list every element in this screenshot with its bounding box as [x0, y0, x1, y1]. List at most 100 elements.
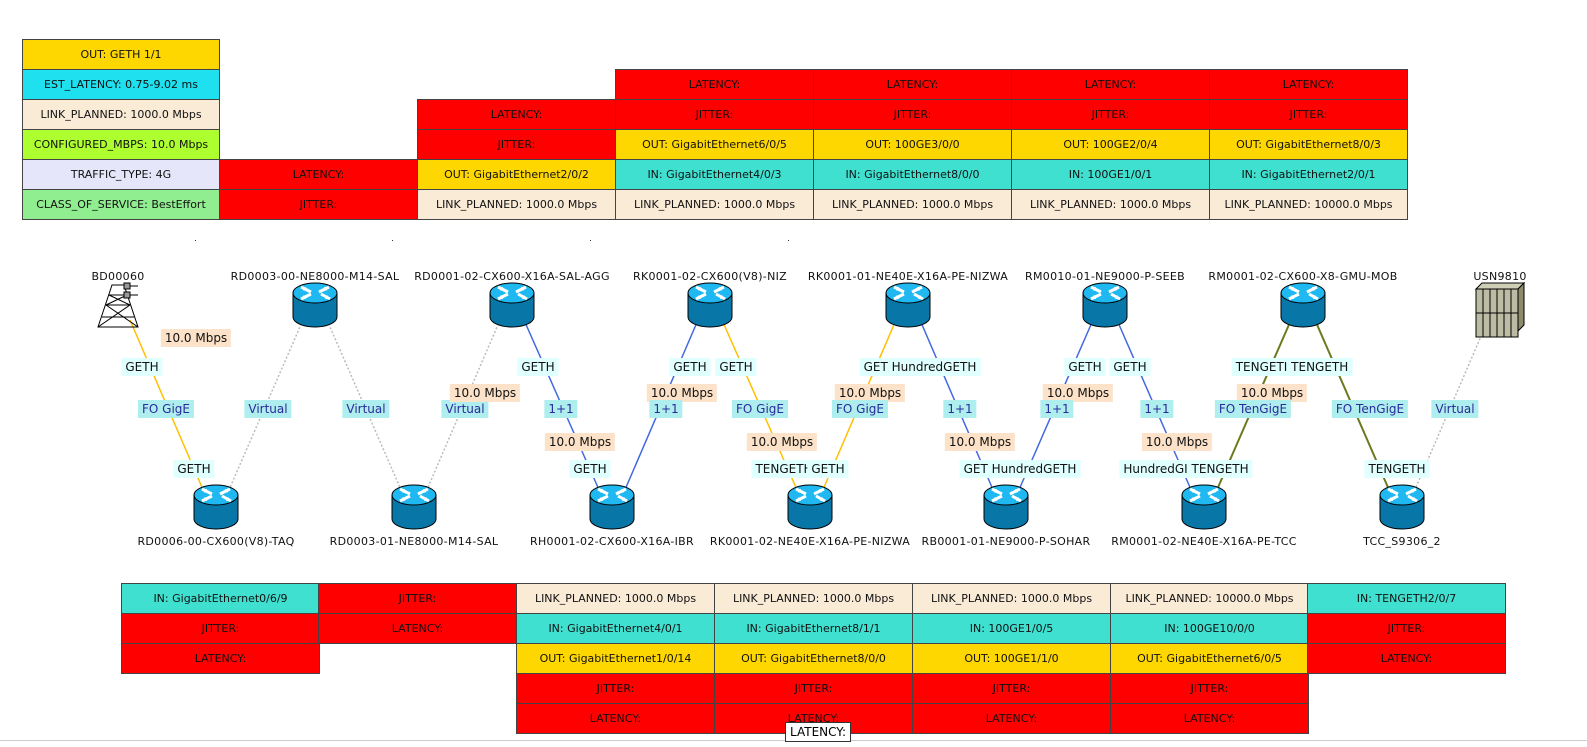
attribute-cell: IN: 100GE1/0/5 [912, 613, 1111, 644]
marker-dot [195, 240, 196, 241]
attribute-cell: LATENCY: [1110, 703, 1309, 734]
link-label-port: GETH [1064, 358, 1106, 376]
link-label-medium: FO TenGigE [1331, 400, 1409, 418]
link-label-medium: Virtual [1431, 400, 1479, 418]
attribute-cell: LINK_PLANNED: 1000.0 Mbps [417, 189, 616, 220]
attribute-cell: IN: 100GE1/0/1 [1011, 159, 1210, 190]
link-label-rate: 10.0 Mbps [646, 384, 718, 402]
router-icon[interactable] [1379, 483, 1425, 531]
link-label-rate: 10.0 Mbps [1236, 384, 1308, 402]
link-label-rate: 10.0 Mbps [544, 433, 616, 451]
attribute-cell: LATENCY: [219, 159, 418, 190]
attribute-cell: JITTER: [1307, 613, 1506, 644]
node-label[interactable]: RM0001-02-CX600-X8-GMU-MOB [1208, 270, 1398, 283]
link-label-port: GETH [669, 358, 711, 376]
link-label-port: GET HundredGETH [959, 460, 1081, 478]
link-label-medium: FO GigE [832, 400, 888, 418]
attribute-cell: LINK_PLANNED: 10000.0 Mbps [1110, 583, 1309, 614]
attribute-cell: LATENCY: [813, 69, 1012, 100]
link-label-port: GETH [715, 358, 757, 376]
node-label[interactable]: RD0003-01-NE8000-M14-SAL [329, 535, 499, 548]
attribute-cell: LATENCY: [417, 99, 616, 130]
cell-tower-icon[interactable] [97, 282, 139, 328]
attribute-cell: LINK_PLANNED: 1000.0 Mbps [813, 189, 1012, 220]
link-label-port: HundredGI TENGETH [1119, 460, 1253, 478]
attribute-cell: OUT: GigabitEthernet8/0/0 [714, 643, 913, 674]
node-label[interactable]: USN9810 [1473, 270, 1527, 283]
router-icon[interactable] [983, 483, 1029, 531]
node-label[interactable]: RD0006-00-CX600(V8)-TAQ [137, 535, 295, 548]
attribute-cell: OUT: 100GE3/0/0 [813, 129, 1012, 160]
attribute-cell: OUT: 100GE2/0/4 [1011, 129, 1210, 160]
node-label[interactable]: RH0001-02-CX600-X16A-IBR [530, 535, 694, 548]
link-label-rate: 10.0 Mbps [449, 384, 521, 402]
router-icon[interactable] [687, 281, 733, 329]
attribute-cell: JITTER: [1110, 673, 1309, 704]
marker-dot [590, 240, 591, 241]
router-icon[interactable] [391, 483, 437, 531]
attribute-cell: LINK_PLANNED: 1000.0 Mbps [1011, 189, 1210, 220]
node-label[interactable]: RK0001-01-NE40E-X16A-PE-NIZWA [807, 270, 1009, 283]
attribute-cell: OUT: GigabitEthernet8/0/3 [1209, 129, 1408, 160]
link-label-port: GETH [517, 358, 559, 376]
link-label-medium: 1+1 [544, 400, 578, 418]
attribute-cell: IN: GigabitEthernet8/0/0 [813, 159, 1012, 190]
attribute-cell: IN: TENGETH2/0/7 [1307, 583, 1506, 614]
link-label-rate: 10.0 Mbps [746, 433, 818, 451]
attribute-cell: JITTER: [417, 129, 616, 160]
node-label[interactable]: RD0001-02-CX600-X16A-SAL-AGG [414, 270, 610, 283]
link-label-medium: 1+1 [1140, 400, 1174, 418]
link-label-port: GETH [807, 460, 849, 478]
node-label[interactable]: RK0001-02-NE40E-X16A-PE-NIZWA [709, 535, 911, 548]
link-label-port: GETH [1109, 358, 1151, 376]
attribute-cell: JITTER: [318, 583, 517, 614]
router-icon[interactable] [292, 281, 338, 329]
attribute-cell: LATENCY: [121, 643, 320, 674]
attribute-cell: JITTER: [1011, 99, 1210, 130]
link-label-medium: FO TenGigE [1214, 400, 1292, 418]
router-icon[interactable] [1181, 483, 1227, 531]
attribute-cell: IN: GigabitEthernet4/0/1 [516, 613, 715, 644]
legend-row: CLASS_OF_SERVICE: BestEffort [22, 189, 220, 220]
attribute-cell: LATENCY: [318, 613, 517, 644]
node-label[interactable]: RK0001-02-CX600(V8)-NIZ [633, 270, 787, 283]
router-icon[interactable] [1280, 281, 1326, 329]
router-icon[interactable] [489, 281, 535, 329]
attribute-cell: JITTER: [516, 673, 715, 704]
link-label-port: GETH [121, 358, 163, 376]
node-label[interactable]: RM0010-01-NE9000-P-SEEB [1025, 270, 1185, 283]
router-icon[interactable] [193, 483, 239, 531]
node-label[interactable]: BD00060 [91, 270, 145, 283]
attribute-cell: LINK_PLANNED: 10000.0 Mbps [1209, 189, 1408, 220]
router-icon[interactable] [1082, 281, 1128, 329]
attribute-cell: OUT: GigabitEthernet2/0/2 [417, 159, 616, 190]
link-label-rate: 10.0 Mbps [944, 433, 1016, 451]
attribute-cell: LATENCY: [1307, 643, 1506, 674]
node-label[interactable]: RM0001-02-NE40E-X16A-PE-TCC [1111, 535, 1297, 548]
node-label[interactable]: RB0001-01-NE9000-P-SOHAR [921, 535, 1091, 548]
node-label[interactable]: TCC_S9306_2 [1363, 535, 1441, 548]
router-icon[interactable] [589, 483, 635, 531]
attribute-cell: LINK_PLANNED: 1000.0 Mbps [912, 583, 1111, 614]
link-label-medium: Virtual [342, 400, 390, 418]
legend-row: OUT: GETH 1/1 [22, 39, 220, 70]
link-label-medium: FO GigE [732, 400, 788, 418]
link-label-rate: 10.0 Mbps [834, 384, 906, 402]
link-label-rate: 10.0 Mbps [1141, 433, 1213, 451]
server-rack-icon[interactable] [1474, 281, 1526, 338]
link-label-port: TENGETH [751, 460, 817, 478]
attribute-cell: IN: GigabitEthernet4/0/3 [615, 159, 814, 190]
tooltip: LATENCY: [785, 722, 852, 742]
legend-row: TRAFFIC_TYPE: 4G [22, 159, 220, 190]
router-icon[interactable] [885, 281, 931, 329]
link-label-rate: 10.0 Mbps [160, 329, 232, 347]
attribute-cell: LATENCY: [1011, 69, 1210, 100]
legend-row: LINK_PLANNED: 1000.0 Mbps [22, 99, 220, 130]
node-label[interactable]: RD0003-00-NE8000-M14-SAL [230, 270, 400, 283]
router-icon[interactable] [787, 483, 833, 531]
link-label-port: GETH [569, 460, 611, 478]
attribute-cell: IN: 100GE10/0/0 [1110, 613, 1309, 644]
link-label-medium: Virtual [244, 400, 292, 418]
link-label-medium: Virtual [441, 400, 489, 418]
